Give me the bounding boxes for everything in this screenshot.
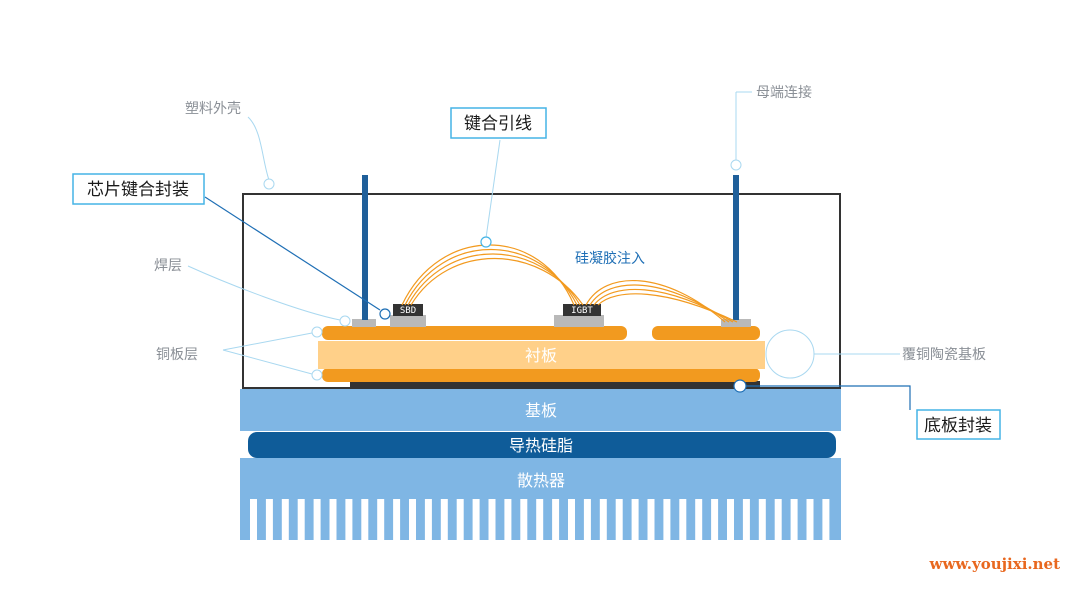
heatsink-fin-gap xyxy=(679,499,687,540)
heatsink-fin-gap xyxy=(599,499,607,540)
heatsink-fin-gap xyxy=(727,499,734,540)
heatsink-fin-gap xyxy=(297,499,305,540)
dbc-substrate-stack: 衬板 xyxy=(318,326,765,382)
heatsink-fin-gap xyxy=(695,499,703,540)
solder-layer-label: 焊层 xyxy=(154,258,182,274)
heatsink-fin-gap xyxy=(806,499,814,540)
copper-layer-label: 铜板层 xyxy=(156,347,198,363)
heatsink-fin-gap xyxy=(504,499,512,540)
dbc-substrate-label: 覆铜陶瓷基板 xyxy=(902,346,986,363)
chip-bond-package-label: 芯片键合封装 xyxy=(87,180,189,200)
heatsink-fin-gap xyxy=(663,499,671,540)
heatsink-fin-gap xyxy=(711,499,719,540)
plastic-shell-outline xyxy=(242,193,841,389)
bond-wires xyxy=(401,244,738,323)
heatsink-fin-gap xyxy=(393,499,401,540)
substrate-label: 衬板 xyxy=(525,346,557,365)
heatsink-fin-gap xyxy=(488,499,496,540)
thermal-grease: 导热硅脂 xyxy=(248,432,836,458)
copper-layer-top-left xyxy=(322,326,627,340)
heatsink-fin-gap xyxy=(822,499,830,540)
terminal-right xyxy=(733,175,739,320)
heatsink-fin-gap xyxy=(281,499,289,540)
thermal-grease-label: 导热硅脂 xyxy=(509,436,573,455)
heatsink-fin-gap xyxy=(329,499,337,540)
heatsink-fin-gap xyxy=(647,499,655,540)
thermal-grease-layer xyxy=(248,432,836,458)
heatsink-fin-gap xyxy=(377,499,385,540)
sbd-chip: SBD xyxy=(393,304,423,316)
baseplate: 基板 xyxy=(240,389,841,431)
heatsink-fin-gap xyxy=(790,499,798,540)
baseplate-package-callout: 底板封装 xyxy=(916,409,1001,440)
heatsink: 散热器 xyxy=(240,458,841,540)
solder-pad-right xyxy=(721,319,751,327)
heatsink-fin-gap xyxy=(250,499,257,540)
heatsink-fin-gap xyxy=(313,499,321,540)
ceramic-substrate xyxy=(318,341,765,369)
boxed-leaders xyxy=(204,196,911,410)
copper-layer-top-right xyxy=(652,326,760,340)
solder-pad-left xyxy=(352,319,376,327)
baseplate-package-label: 底板封装 xyxy=(924,416,992,436)
watermark: www.youjixi.net xyxy=(929,555,1061,573)
heatsink-fin-gap xyxy=(631,499,639,540)
heatsink-fin-gap xyxy=(409,499,416,540)
heatsink-fin-gap xyxy=(552,499,560,540)
heatsink-fin-gap xyxy=(265,499,273,540)
heatsink-fin-gap xyxy=(472,499,480,540)
igbt-chip: IGBT xyxy=(563,304,601,316)
baseplate-label: 基板 xyxy=(525,401,557,420)
heatsink-fin-gap xyxy=(568,499,575,540)
heatsink-fin-gap xyxy=(440,499,448,540)
heatsink-fin-gap xyxy=(456,499,464,540)
heatsink-fin-gap xyxy=(758,499,766,540)
silicone-gel-label: 硅凝胶注入 xyxy=(575,250,645,267)
heatsink-fins xyxy=(250,499,830,540)
baseplate-layer xyxy=(240,389,841,431)
chip-bond-package-callout: 芯片键合封装 xyxy=(72,173,205,205)
heatsink-fin-gap xyxy=(424,499,432,540)
heatsink-fin-gap xyxy=(774,499,782,540)
plastic-shell-label: 塑料外壳 xyxy=(185,100,241,117)
copper-layer-bottom xyxy=(322,368,760,382)
leader-lines xyxy=(187,91,900,381)
bond-wire-callout: 键合引线 xyxy=(450,107,547,139)
heatsink-fin-gap xyxy=(520,499,528,540)
heatsink-fin-gap xyxy=(742,499,750,540)
bottom-solder-strip xyxy=(350,381,760,387)
solder-pad-igbt xyxy=(554,315,604,327)
heatsink-fin-gap xyxy=(345,499,353,540)
bond-wire-label: 键合引线 xyxy=(464,114,532,134)
busbar-connection-label: 母端连接 xyxy=(756,84,812,101)
heatsink-fin-gap xyxy=(536,499,544,540)
igbt-chip-label: IGBT xyxy=(571,306,593,316)
solder-pad-sbd xyxy=(390,315,426,327)
heatsink-fin-gap xyxy=(361,499,369,540)
terminal-left xyxy=(362,175,368,320)
heatsink-fin-gap xyxy=(615,499,623,540)
heatsink-fin-gap xyxy=(583,499,591,540)
heatsink-label: 散热器 xyxy=(517,471,565,490)
sbd-chip-label: SBD xyxy=(400,306,416,316)
